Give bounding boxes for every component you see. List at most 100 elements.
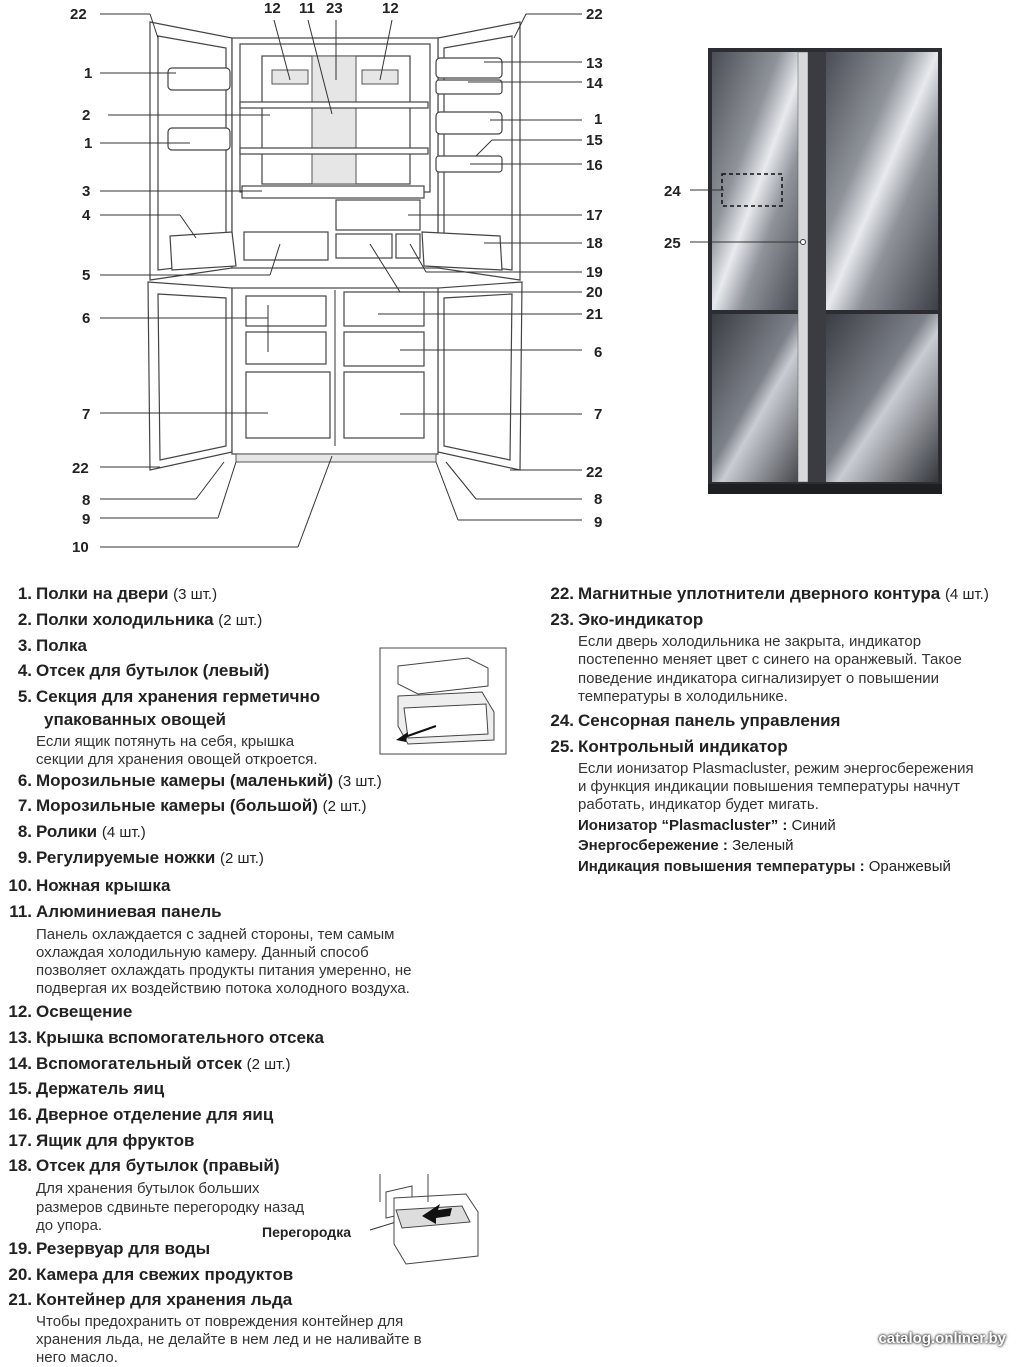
- callout-25: 25: [664, 235, 681, 252]
- item-number: 6.: [17, 771, 32, 790]
- item-title: Отсек для бутылок (левый): [36, 661, 270, 680]
- callout-20: 20: [586, 284, 603, 301]
- legend-item-5-title-cont: упакованных овощей: [44, 710, 226, 730]
- legend-item-22: 22. Магнитные уплотнители дверного конту…: [550, 584, 989, 605]
- legend-item-18-desc-1: Для хранения бутылок больших: [36, 1180, 260, 1197]
- callout-5: 5: [82, 267, 90, 284]
- item-title: Дверное отделение для яиц: [36, 1105, 274, 1124]
- legend-item-18-desc-3: до упора.: [36, 1217, 103, 1234]
- item-number: 10.: [8, 876, 32, 895]
- callout-7: 7: [594, 406, 602, 423]
- item-number: 11.: [9, 902, 32, 921]
- item-title: Эко-индикатор: [578, 610, 704, 629]
- indicator-light: [800, 239, 806, 245]
- leader-lines: [100, 13, 582, 548]
- legend-item-23-desc-4: температуры в холодильнике.: [578, 688, 788, 705]
- legend-item-25-desc-2: и функция индикации повышения температур…: [578, 778, 961, 795]
- callout-10: 10: [72, 539, 89, 556]
- legend-item-21: 21. Контейнер для хранения льда: [8, 1290, 293, 1310]
- item-title: Полки на двери: [36, 584, 169, 603]
- item-number: 4.: [17, 661, 32, 680]
- fridge-interior-drawing: [147, 21, 523, 471]
- item-number: 1.: [17, 584, 32, 603]
- legend-item-23: 23. Эко-индикатор: [550, 610, 704, 630]
- legend-item-25-desc-3: работать, индикатор будет мигать.: [578, 796, 819, 813]
- legend-item-5: 5. Секция для хранения герметично: [18, 687, 320, 707]
- partition-label: Перегородка: [262, 1224, 351, 1240]
- item-qty: (4 шт.): [944, 586, 989, 603]
- item-title: Камера для свежих продуктов: [36, 1265, 294, 1284]
- callout-21: 21: [586, 306, 603, 323]
- legend-item-1: 1. Полки на двери (3 шт.): [18, 584, 217, 605]
- legend-item-18-desc-2: размеров сдвиньте перегородку назад: [36, 1199, 305, 1216]
- item-title: Отсек для бутылок (правый): [36, 1156, 280, 1175]
- legend-item-5-desc-2: секции для хранения овощей откроется.: [36, 751, 318, 768]
- legend-item-11-desc-1: Панель охлаждается с задней стороны, тем…: [36, 926, 395, 943]
- callout-18: 18: [586, 235, 603, 252]
- item-title: Вспомогательный отсек: [36, 1054, 242, 1073]
- item-title: Контейнер для хранения льда: [36, 1290, 293, 1309]
- callout-9: 9: [594, 514, 602, 531]
- callout-8: 8: [594, 491, 602, 508]
- callout-14: 14: [586, 75, 603, 92]
- indicator-mode-temperature-rise: Индикация повышения температуры : Оранже…: [578, 857, 951, 877]
- item-title: Магнитные уплотнители дверного контура: [578, 584, 941, 603]
- legend-item-18: 18. Отсек для бутылок (правый): [8, 1156, 280, 1176]
- callout-4: 4: [82, 207, 91, 224]
- mode-name: Энергосбережение :: [578, 837, 728, 854]
- item-title: Морозильные камеры (большой): [36, 796, 318, 815]
- item-title: упакованных овощей: [44, 710, 227, 729]
- callout-19: 19: [586, 264, 603, 281]
- callout-13: 13: [586, 55, 603, 72]
- item-title: Контрольный индикатор: [578, 737, 788, 756]
- fridge-diagram: 22 12 11 23 12 22 1 2 1 3 4 5 6 7 22 8 9…: [70, 0, 942, 556]
- item-title: Ножная крышка: [36, 876, 171, 895]
- item-number: 25.: [550, 737, 574, 756]
- indicator-mode-energy-saving: Энергосбережение : Зеленый: [578, 836, 794, 856]
- mode-color: Зеленый: [732, 837, 794, 854]
- item-qty: (2 шт.): [220, 850, 264, 867]
- item-number: 19.: [8, 1239, 32, 1258]
- callout-1: 1: [84, 135, 92, 152]
- callout-24: 24: [664, 183, 681, 200]
- legend-item-10: 10. Ножная крышка: [8, 876, 171, 896]
- callout-16: 16: [586, 157, 603, 174]
- item-number: 24.: [550, 711, 574, 730]
- callout-12: 12: [382, 0, 399, 17]
- legend-item-2: 2. Полки холодильника (2 шт.): [18, 610, 263, 631]
- callout-11: 11: [299, 0, 315, 17]
- legend-item-11-desc-3: позволяет охлаждать продукты питания уме…: [36, 962, 412, 979]
- item-number: 23.: [550, 610, 574, 629]
- bottle-compartment-illustration: [369, 1174, 479, 1265]
- item-title: Морозильные камеры (маленький): [36, 771, 334, 790]
- item-title: Регулируемые ножки: [36, 848, 216, 867]
- legend-item-11-desc-2: охлаждая холодильную камеру. Данный спос…: [36, 944, 369, 961]
- legend-item-25-desc-1: Если ионизатор Plasmacluster, режим энер…: [578, 760, 974, 777]
- callout-2: 2: [82, 107, 90, 124]
- legend-item-13: 13. Крышка вспомогательного отсека: [8, 1028, 324, 1048]
- item-title: Ролики: [36, 822, 98, 841]
- mode-color: Синий: [791, 817, 836, 834]
- item-qty: (2 шт.): [218, 612, 263, 629]
- item-title: Ящик для фруктов: [36, 1131, 195, 1150]
- item-qty: (2 шт.): [322, 798, 367, 815]
- callout-23: 23: [326, 0, 343, 17]
- item-number: 16.: [8, 1105, 32, 1124]
- legend-item-23-desc-1: Если дверь холодильника не закрыта, инди…: [578, 633, 922, 650]
- callout-22: 22: [70, 6, 87, 23]
- legend-item-4: 4. Отсек для бутылок (левый): [18, 661, 270, 681]
- item-number: 18.: [8, 1156, 32, 1175]
- callout-7: 7: [82, 406, 90, 423]
- callout-1: 1: [84, 65, 92, 82]
- callout-22: 22: [586, 6, 603, 23]
- callout-12: 12: [264, 0, 281, 17]
- callout-22: 22: [72, 460, 89, 477]
- item-title: Освещение: [36, 1002, 133, 1021]
- item-number: 14.: [8, 1054, 32, 1073]
- item-title: Держатель яиц: [36, 1079, 165, 1098]
- item-number: 7.: [17, 796, 32, 815]
- callout-1: 1: [594, 111, 602, 128]
- legend-item-23-desc-3: поведение индикатора сигнализирует о пов…: [578, 670, 940, 687]
- indicator-mode-plasmacluster: Ионизатор “Plasmacluster” : Синий: [578, 816, 836, 836]
- legend-item-20: 20. Камера для свежих продуктов: [8, 1265, 294, 1285]
